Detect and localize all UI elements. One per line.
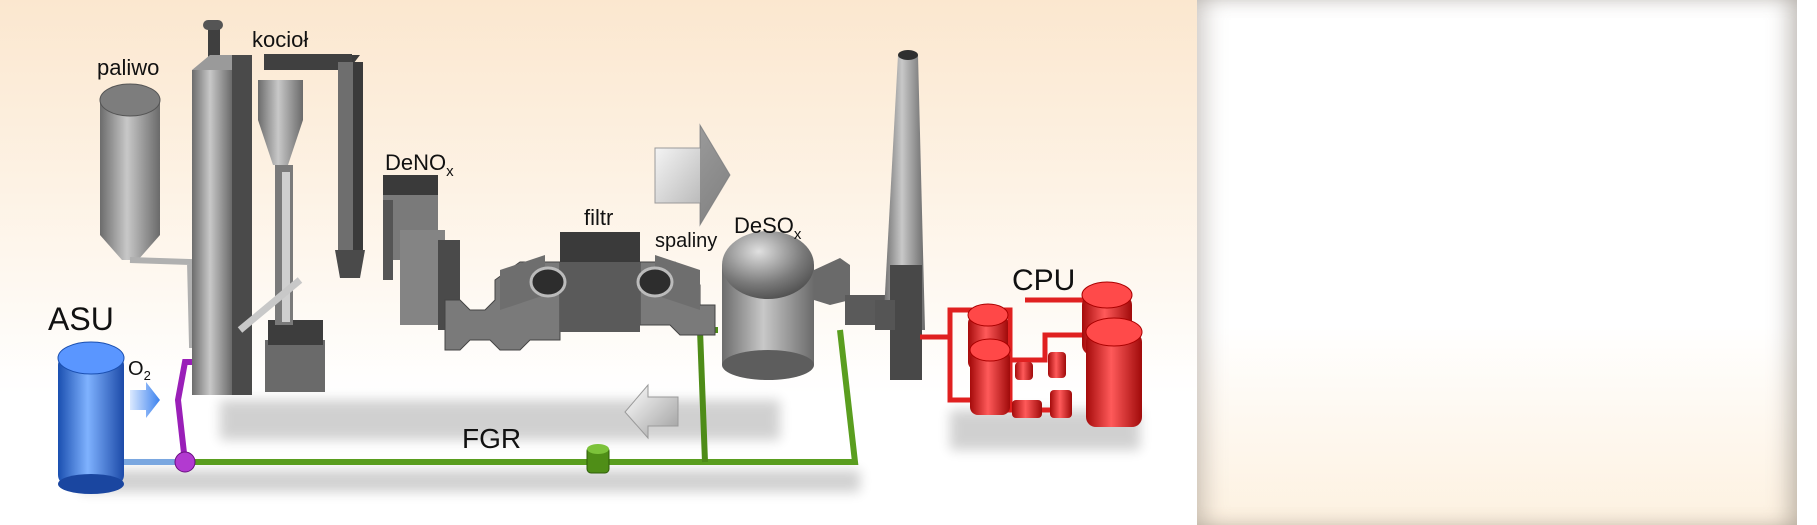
desox-label: DeSOx: [734, 213, 802, 243]
asu-unit: [57, 341, 125, 494]
filter-unit: [500, 232, 700, 332]
asu-label: ASU: [48, 301, 114, 337]
panel-edge: [1797, 0, 1817, 525]
denox-label: DeNOx: [385, 150, 454, 180]
fuel-silo: [99, 83, 205, 348]
denox-label-main: DeNO: [385, 150, 446, 175]
oxygen-mixer: [174, 451, 196, 473]
fgr-branch-pipe: [697, 329, 708, 463]
oxygen-label-sub: 2: [144, 368, 151, 383]
cpu-unit: [920, 281, 1143, 427]
oxyfuel-process-diagram: paliwo kocioł DeNOx filtr spaliny DeSOx …: [48, 20, 1143, 494]
fgr-main-pipe: [185, 329, 859, 465]
oxygen-label-main: O: [128, 358, 144, 380]
flue-gas-arrow: [654, 123, 731, 227]
fgr-label: FGR: [462, 423, 521, 454]
boiler: [192, 20, 365, 395]
stack: [875, 50, 925, 380]
ground-shadows: [80, 400, 1140, 492]
denox-label-sub: x: [446, 163, 454, 180]
desox-label-main: DeSO: [734, 213, 794, 238]
fgr-return-arrow: [624, 383, 679, 440]
flue-gas-label: spaliny: [655, 230, 717, 252]
desox-label-sub: x: [794, 226, 802, 243]
fuel-label: paliwo: [97, 55, 159, 80]
oxygen-label: O2: [128, 358, 151, 383]
oxygen-arrow: [130, 382, 160, 418]
filter-label: filtr: [584, 205, 613, 230]
blank-panel: [1197, 0, 1797, 525]
boiler-label: kocioł: [252, 27, 308, 52]
desox-unit: [722, 231, 890, 380]
cpu-label: CPU: [1012, 264, 1075, 297]
